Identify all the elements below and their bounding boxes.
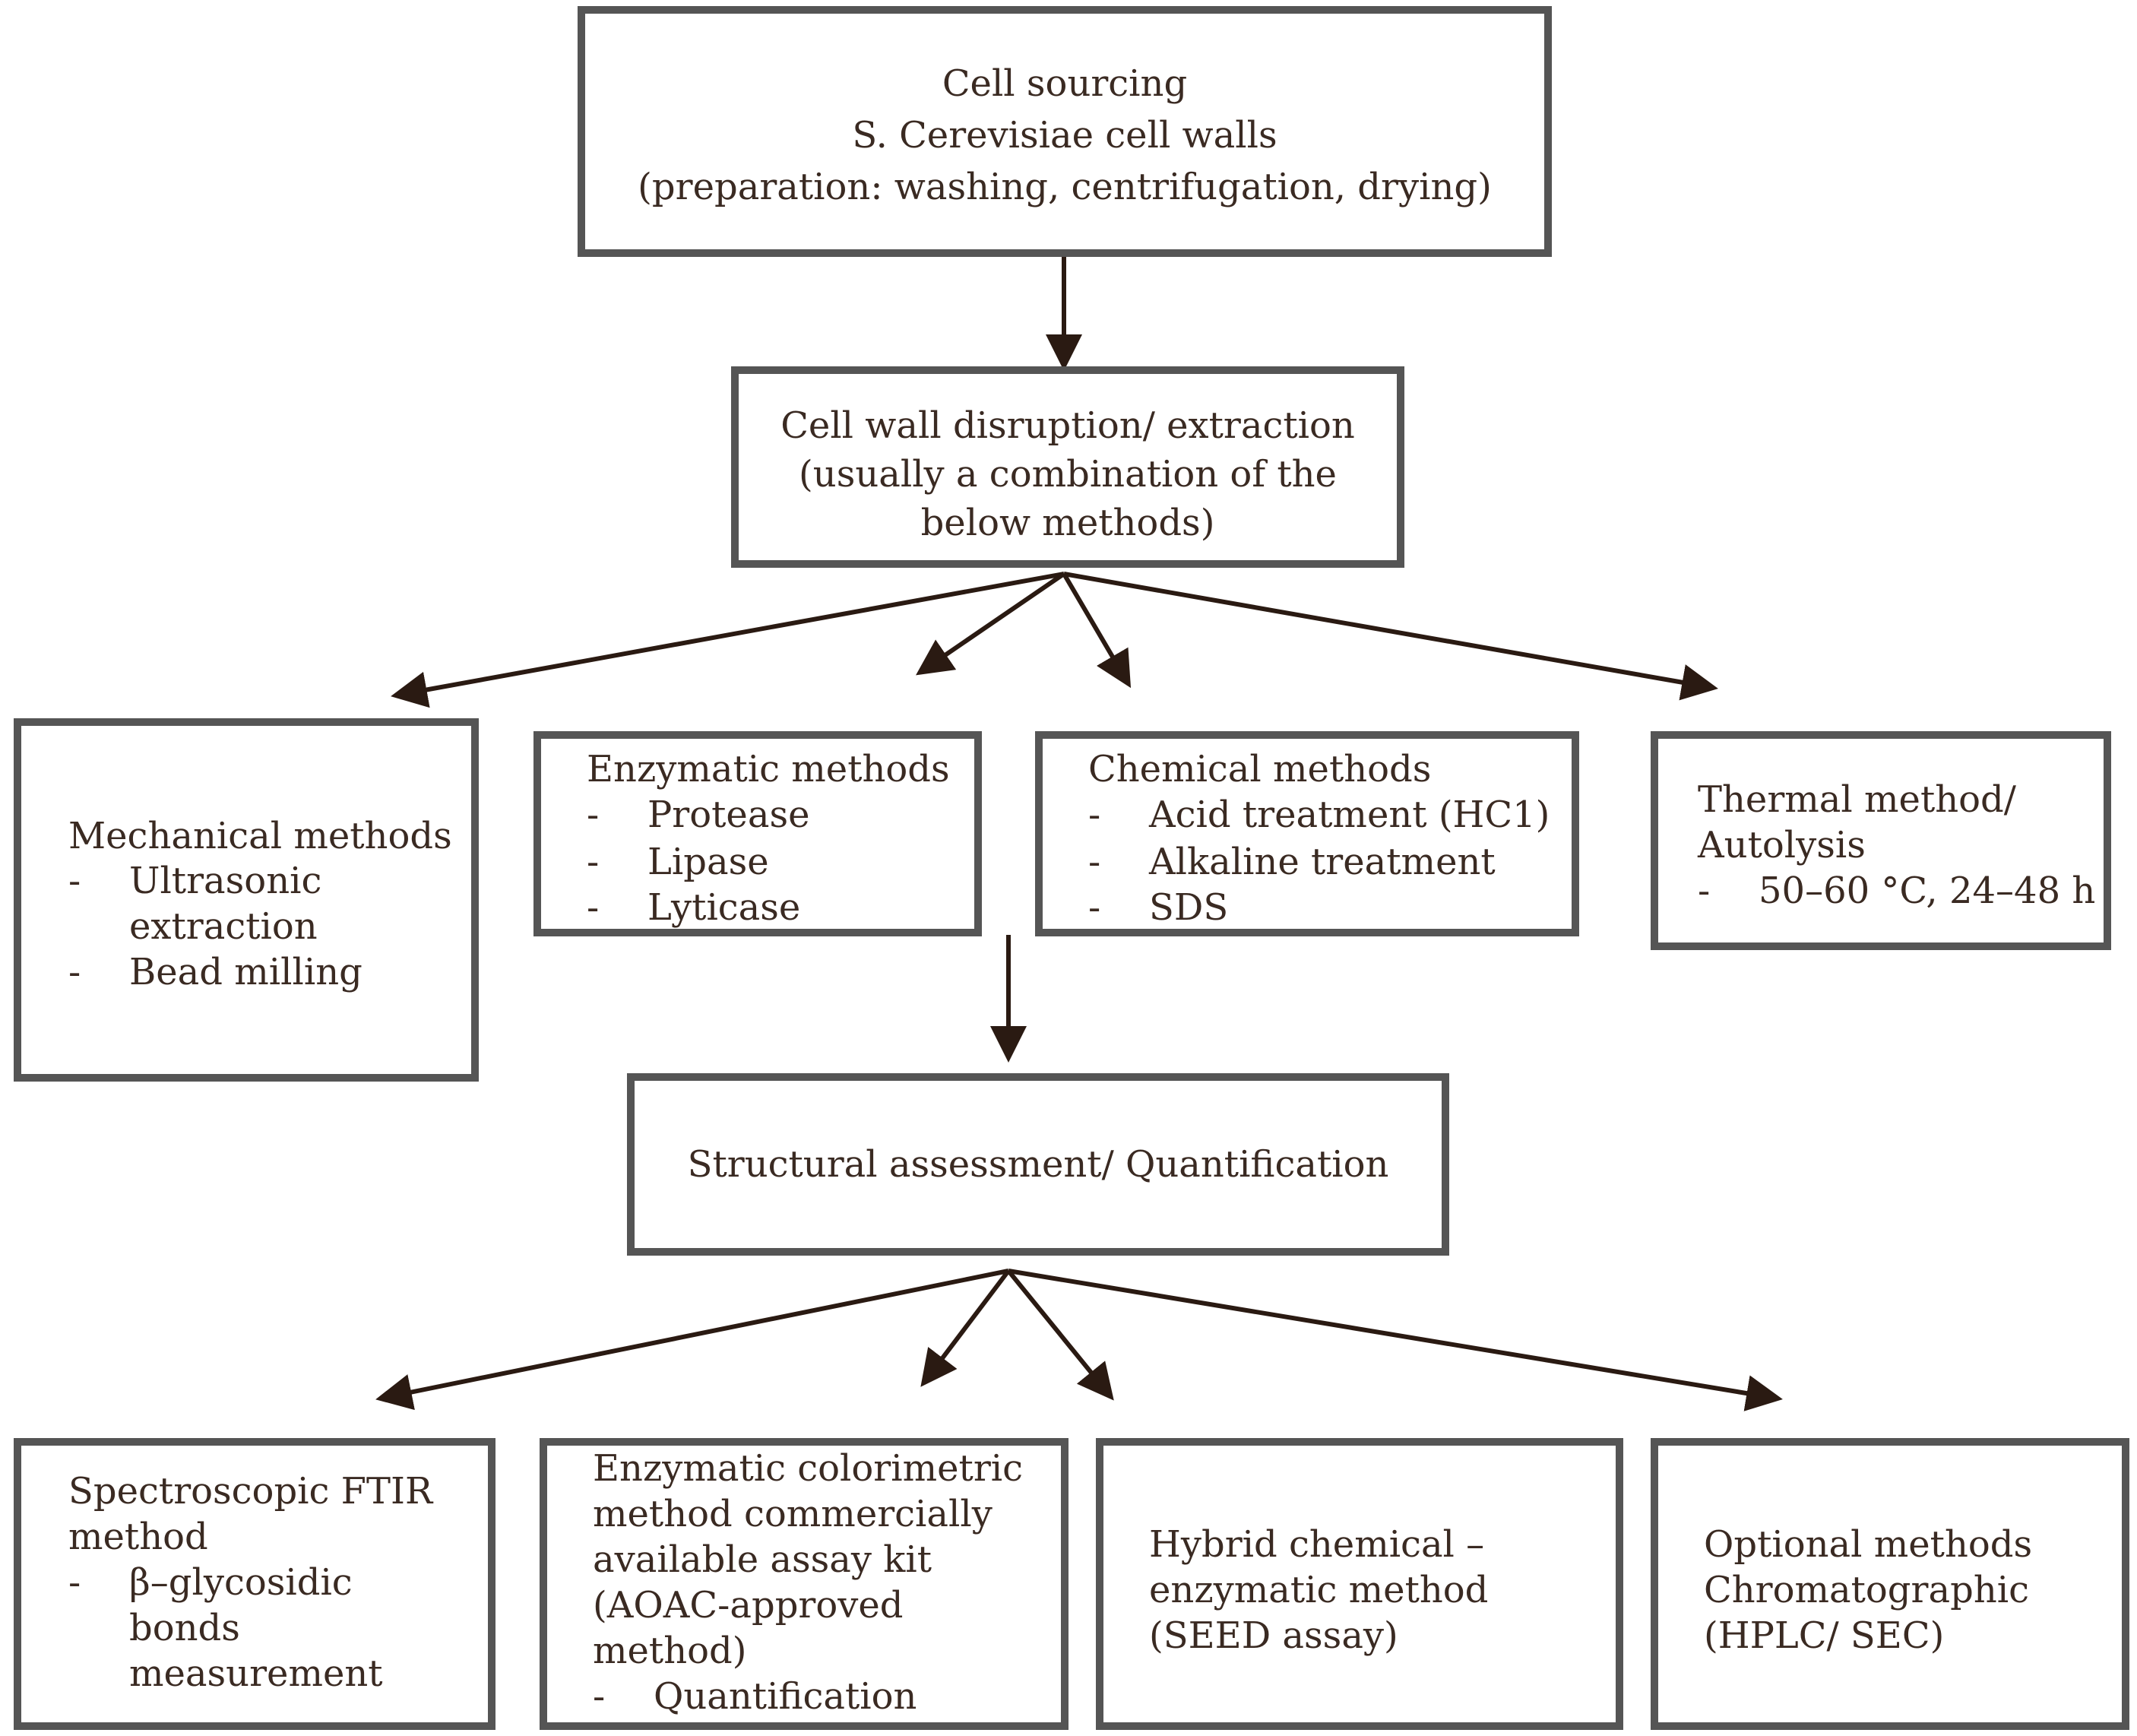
enzymatic-methods-box: Enzymatic methods - Protease - Lipase - … — [533, 731, 982, 936]
optional-line-3: (HPLC/ SEC) — [1704, 1614, 1945, 1657]
enzymatic-item-lipase: Lipase — [647, 841, 769, 883]
disruption-line-2: (usually a combination of the — [799, 453, 1337, 496]
chemical-dash-1: - — [1088, 794, 1101, 836]
mechanical-methods-box: Mechanical methods - Ultrasonic extracti… — [14, 718, 479, 1082]
arrow-disruption-to-mechanical — [391, 572, 1065, 708]
enzymatic-dash-3: - — [587, 886, 600, 929]
enzymatic-heading: Enzymatic methods — [587, 748, 950, 790]
colorimetric-heading-line-1: Enzymatic colorimetric — [593, 1447, 1023, 1490]
mechanical-item-2-line-1: Bead milling — [129, 951, 362, 993]
mechanical-dash-1: - — [68, 860, 81, 902]
colorimetric-heading-line-2: method commercially — [593, 1493, 993, 1535]
thermal-dash-1: - — [1698, 870, 1711, 912]
arrow-structural-to-ftir — [375, 1269, 1009, 1411]
thermal-heading-line-1: Thermal method/ — [1698, 778, 2016, 821]
chemical-item-sds: SDS — [1149, 886, 1229, 929]
optional-methods-box: Optional methods Chromatographic (HPLC/ … — [1651, 1438, 2129, 1730]
disruption-line-3: below methods) — [920, 502, 1215, 544]
enzymatic-item-lyticase: Lyticase — [647, 886, 801, 929]
colorimetric-method-box: Enzymatic colorimetric method commercial… — [540, 1438, 1068, 1730]
chemical-dash-3: - — [1088, 886, 1101, 929]
arrow-disruption-to-thermal — [1063, 572, 1718, 701]
ftir-item-line-3: measurement — [129, 1652, 383, 1695]
hybrid-line-2: enzymatic method — [1149, 1569, 1489, 1611]
chemical-dash-2: - — [1088, 841, 1101, 883]
optional-line-2: Chromatographic — [1704, 1569, 2029, 1611]
disruption-line-1: Cell wall disruption/ extraction — [780, 404, 1355, 447]
structural-assessment-label: Structural assessment/ Quantification — [687, 1143, 1389, 1186]
colorimetric-item-quantification: Quantification — [654, 1675, 917, 1718]
chemical-heading: Chemical methods — [1088, 748, 1432, 790]
arrow-structural-to-colorimetric — [920, 1269, 1011, 1387]
mechanical-dash-2: - — [68, 951, 81, 993]
cell-wall-disruption-box: Cell wall disruption/ extraction (usuall… — [731, 366, 1404, 568]
hybrid-method-box: Hybrid chemical – enzymatic method (SEED… — [1096, 1438, 1623, 1730]
mechanical-heading: Mechanical methods — [68, 815, 452, 857]
arrow-structural-to-hybrid — [1006, 1269, 1114, 1401]
arrow-structural-to-optional — [1008, 1269, 1783, 1411]
arrow-disruption-to-enzymatic — [916, 572, 1065, 676]
thermal-heading-line-2: Autolysis — [1698, 824, 1866, 866]
cell-sourcing-line-3: (preparation: washing, centrifugation, d… — [638, 166, 1492, 208]
cell-sourcing-box: Cell sourcing S. Cerevisiae cell walls (… — [578, 6, 1552, 257]
enzymatic-item-protease: Protease — [647, 794, 810, 836]
hybrid-line-3: (SEED assay) — [1149, 1614, 1398, 1657]
ftir-method-box: Spectroscopic FTIR method - β–glycosidic… — [14, 1438, 495, 1730]
structural-assessment-box: Structural assessment/ Quantification — [627, 1073, 1449, 1256]
arrow-disruption-to-chemical — [1062, 572, 1132, 689]
thermal-item-1: 50–60 °C, 24–48 h — [1759, 870, 2096, 912]
cell-sourcing-line-2: S. Cerevisiae cell walls — [852, 114, 1277, 157]
ftir-heading-line-2: method — [68, 1516, 208, 1558]
chemical-item-alkaline: Alkaline treatment — [1149, 841, 1496, 883]
colorimetric-heading-line-3: available assay kit — [593, 1538, 932, 1581]
ftir-item-line-2: bonds — [129, 1607, 240, 1649]
hybrid-line-1: Hybrid chemical – — [1149, 1523, 1485, 1566]
mechanical-item-1-line-2: extraction — [129, 905, 318, 948]
ftir-item-line-1: β–glycosidic — [129, 1561, 353, 1604]
thermal-method-box: Thermal method/ Autolysis - 50–60 °C, 24… — [1651, 731, 2111, 950]
colorimetric-heading-line-4: (AOAC-approved — [593, 1584, 904, 1627]
colorimetric-heading-line-5: method) — [593, 1630, 747, 1672]
colorimetric-dash-1: - — [593, 1675, 606, 1718]
ftir-dash-1: - — [68, 1561, 81, 1604]
mechanical-item-1-line-1: Ultrasonic — [129, 860, 322, 902]
ftir-heading-line-1: Spectroscopic FTIR — [68, 1470, 433, 1513]
enzymatic-dash-2: - — [587, 841, 600, 883]
chemical-item-acid: Acid treatment (HC1) — [1149, 794, 1550, 836]
enzymatic-dash-1: - — [587, 794, 600, 836]
cell-sourcing-line-1: Cell sourcing — [942, 62, 1188, 105]
chemical-methods-box: Chemical methods - Acid treatment (HC1) … — [1035, 731, 1579, 936]
optional-line-1: Optional methods — [1704, 1523, 2033, 1566]
